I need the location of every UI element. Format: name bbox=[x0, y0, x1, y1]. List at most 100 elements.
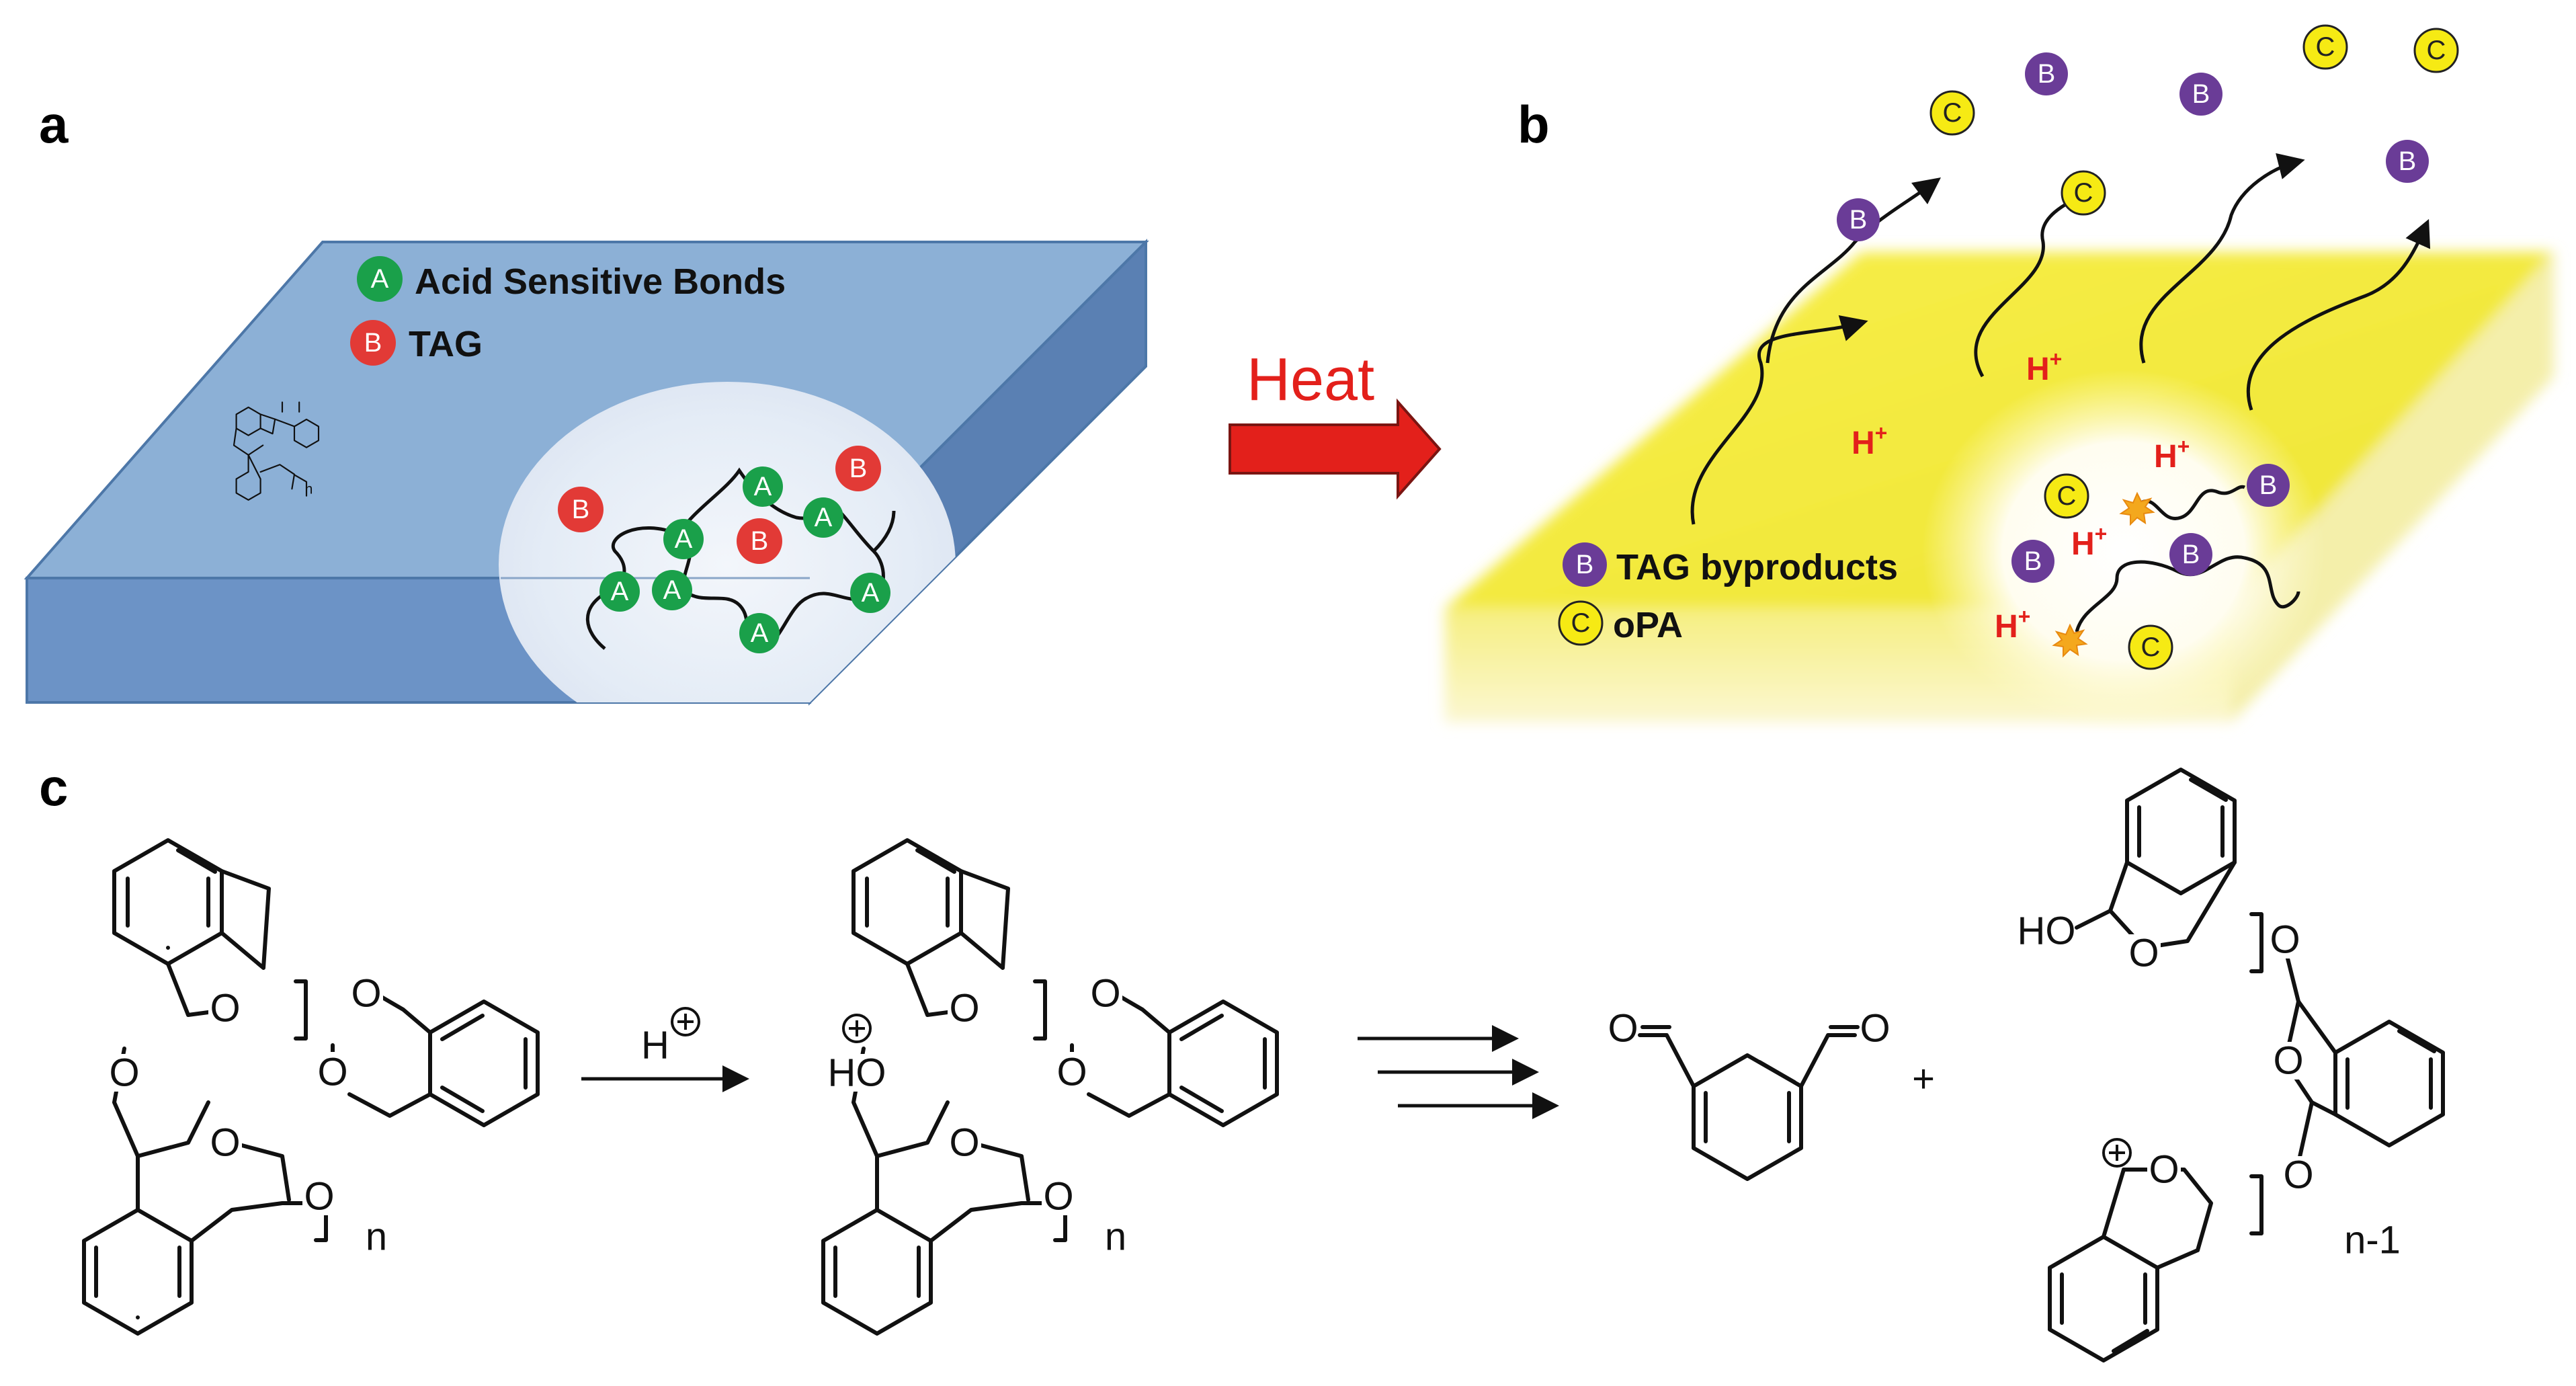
oxygen-atom: O bbox=[949, 987, 979, 1030]
escape-arrow bbox=[1765, 177, 1942, 364]
legend-a-bond-symbol: A bbox=[371, 264, 389, 294]
acid-bond-badge bbox=[850, 573, 890, 613]
acid-bond-badge bbox=[599, 571, 640, 612]
proton-label: H+ bbox=[2026, 347, 2062, 387]
heat-label: Heat bbox=[1247, 346, 1374, 413]
tag-badges: B B B bbox=[558, 446, 881, 564]
byproduct-symbol: B bbox=[2038, 59, 2056, 89]
oxygen-atom: O bbox=[2128, 932, 2159, 975]
byproduct-symbol: B bbox=[2192, 79, 2210, 109]
heat-arrow-group: Heat bbox=[1229, 346, 1442, 500]
byproduct-symbol: B bbox=[2182, 540, 2200, 569]
opa-badge bbox=[2302, 24, 2348, 70]
oxygen-atom: O bbox=[1056, 1051, 1087, 1094]
cyclic-ppa-structure: O O O O O O n bbox=[82, 838, 540, 1336]
tag-badge bbox=[558, 487, 604, 532]
oxygen-atom: O bbox=[1043, 1175, 1073, 1219]
heat-arrow bbox=[1229, 398, 1442, 500]
legend-b-byproduct-label: TAG byproducts bbox=[1616, 547, 1898, 587]
opa-symbol: C bbox=[1943, 98, 1962, 128]
legend-a-tag-symbol: B bbox=[364, 328, 382, 358]
acid-arrow-group: H bbox=[581, 1007, 749, 1092]
opa-symbol: C bbox=[2074, 178, 2093, 208]
legend-a-tag-badge bbox=[350, 320, 396, 366]
opa-symbol: C bbox=[2141, 633, 2161, 662]
panel-a-letter: a bbox=[39, 95, 69, 154]
magnified-region bbox=[499, 382, 956, 702]
oxygen-atom: O bbox=[304, 1175, 334, 1219]
oxygen-atom: O bbox=[109, 1051, 139, 1095]
opa-badge bbox=[2061, 170, 2106, 216]
acid-bond-badge bbox=[739, 613, 780, 653]
legend-a-tag-label: TAG bbox=[409, 324, 483, 364]
legend-b-opa-label: oPA bbox=[1613, 605, 1683, 645]
acid-bond-symbol: A bbox=[862, 578, 880, 608]
oxygen-atom: O bbox=[210, 1121, 240, 1165]
escape-arrow bbox=[1974, 185, 2103, 378]
proton-label: H+ bbox=[1852, 421, 1887, 461]
escape-arrow bbox=[1690, 315, 1868, 525]
repeat-unit-n: n bbox=[1105, 1215, 1126, 1259]
ortho-phthalaldehyde-structure: O O + bbox=[1608, 1007, 1935, 1181]
legend-b-opa-badge bbox=[1558, 600, 1604, 646]
tag-symbol: B bbox=[572, 495, 590, 524]
positive-charge-icon bbox=[842, 1014, 872, 1043]
byproduct-badges: B B B B B B B bbox=[1837, 52, 2429, 583]
acid-bond-symbol: A bbox=[815, 503, 833, 532]
oxygen-atom: O bbox=[2273, 1039, 2303, 1083]
sparkle bbox=[2052, 623, 2088, 658]
byproduct-badge bbox=[2025, 52, 2068, 95]
opa-badge bbox=[2128, 624, 2173, 670]
oxygen-atom: O bbox=[1608, 1007, 1638, 1051]
protonated-ppa-structure: O O HO O O O n bbox=[821, 838, 1279, 1336]
tag-symbol: B bbox=[751, 526, 769, 556]
byproduct-symbol: B bbox=[2399, 147, 2417, 176]
legend-a: A Acid Sensitive Bonds B TAG bbox=[350, 256, 786, 366]
small-polymer-n: n bbox=[305, 482, 313, 497]
fragment-structure: HO O O O O O n-1 bbox=[2018, 768, 2445, 1362]
panel-c-letter: c bbox=[39, 758, 68, 817]
proton-label: H+ bbox=[2154, 434, 2190, 475]
oxygen-atom: O bbox=[1860, 1007, 1890, 1051]
oxygen-atom: O bbox=[351, 972, 381, 1016]
oxygen-atom: O bbox=[2149, 1148, 2179, 1192]
byproduct-symbol: B bbox=[2024, 546, 2042, 576]
panel-a: a A Acid Sensitive Bonds B TAG bbox=[24, 95, 1149, 706]
oxygen-atom: O bbox=[210, 987, 240, 1030]
byproduct-badge bbox=[2169, 533, 2212, 576]
tag-symbol: B bbox=[849, 454, 868, 483]
acid-bond-symbol: A bbox=[663, 575, 681, 605]
positive-charge-icon bbox=[849, 1020, 865, 1036]
acid-bond-symbol: A bbox=[751, 618, 769, 648]
acid-bond-badges: A A A A A A A bbox=[599, 466, 890, 653]
tag-badge bbox=[737, 518, 782, 564]
panel-b-letter: b bbox=[1518, 95, 1550, 154]
byproduct-badge bbox=[2179, 73, 2222, 116]
acid-bond-badge bbox=[663, 519, 704, 559]
panel-b: b H+ H+ H+ H+ H+ bbox=[1445, 24, 2554, 733]
escape-arrow bbox=[2246, 218, 2431, 411]
acid-bond-symbol: A bbox=[675, 524, 693, 554]
legend-b-opa-symbol: C bbox=[1571, 608, 1591, 638]
positive-charge-icon bbox=[2102, 1138, 2132, 1168]
hydroxyl-label: HO bbox=[828, 1051, 886, 1095]
acid-bond-badge bbox=[652, 570, 692, 610]
escape-arrow bbox=[2139, 153, 2305, 364]
multi-step-arrows bbox=[1358, 1025, 1559, 1119]
repeat-unit-n-minus-1: n-1 bbox=[2344, 1219, 2401, 1262]
magnified-region-b bbox=[1922, 370, 2325, 733]
repeat-unit-n: n bbox=[366, 1215, 387, 1259]
acid-bond-badge bbox=[803, 497, 843, 538]
opa-symbol: C bbox=[2057, 481, 2077, 511]
oxygen-atom: O bbox=[949, 1121, 979, 1165]
hydroxyl-label: HO bbox=[2018, 909, 2076, 953]
byproduct-symbol: B bbox=[1850, 205, 1868, 235]
panel-c: c bbox=[39, 758, 2445, 1362]
opa-badge bbox=[2413, 28, 2459, 73]
oxygen-atom: O bbox=[1090, 972, 1120, 1016]
proton-labels: H+ H+ H+ H+ H+ bbox=[1852, 347, 2190, 645]
legend-b: B TAG byproducts C oPA bbox=[1558, 542, 1898, 646]
opa-badge bbox=[1929, 90, 1975, 136]
opa-symbol: C bbox=[2316, 32, 2335, 62]
opa-symbol: C bbox=[2427, 36, 2446, 65]
